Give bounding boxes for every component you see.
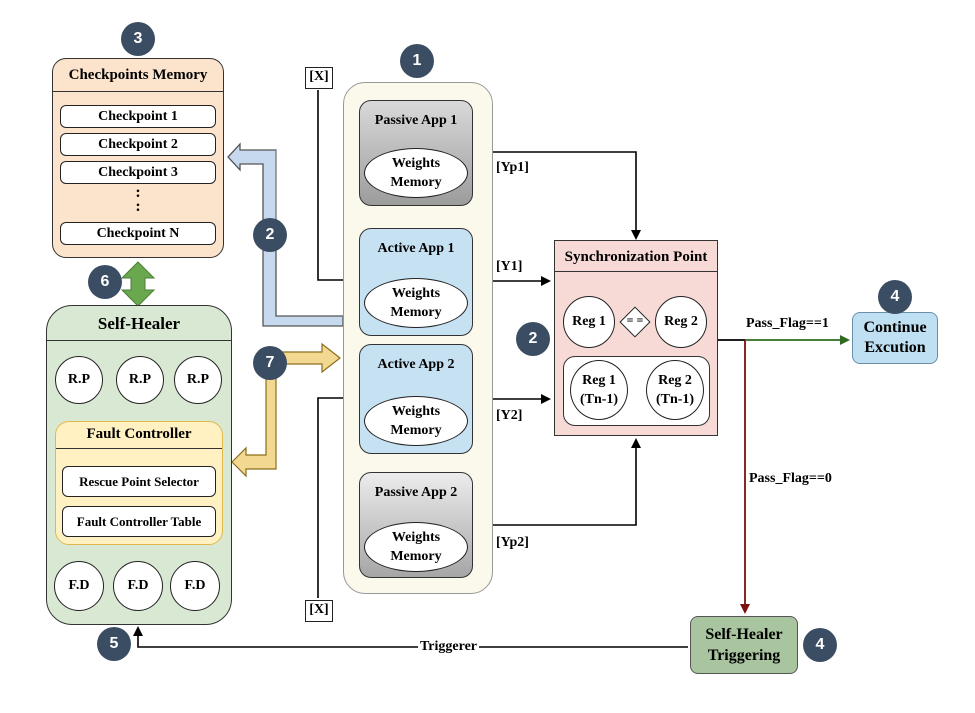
edge-triggerer: [133, 626, 688, 648]
checkpoint-n: Checkpoint N: [60, 222, 216, 245]
weights-label: Weights: [391, 530, 441, 545]
checkpoint-ellipsis: :: [135, 184, 141, 201]
fault-link-arrow: [231, 342, 341, 478]
checkpoint-2: Checkpoint 2: [60, 133, 216, 156]
compare-operator: = =: [626, 313, 644, 327]
edge-yp1: [474, 151, 641, 240]
active-app-1-weights-memory: Weights Memory: [364, 278, 468, 328]
reg-2-tn-1: Reg 2 (Tn-1): [646, 360, 704, 420]
badge-trigger: 4: [803, 628, 837, 662]
trigger-line-1: Self-Healer: [705, 626, 783, 643]
sync-point-title: Synchronization Point: [564, 249, 708, 265]
passive-app-2-title: Passive App 2: [374, 485, 458, 500]
pass-flag-1-label: Pass_Flag==1: [746, 316, 829, 331]
rescue-point-selector: Rescue Point Selector: [62, 466, 216, 497]
memory-label: Memory: [390, 549, 442, 564]
edge-yp2: [474, 438, 641, 526]
reg-1-prev-label: Reg 1: [582, 373, 616, 388]
fault-detector-3: F.D: [170, 561, 220, 611]
badge-continue: 4: [878, 280, 912, 314]
input-x-top: [X]: [305, 67, 333, 89]
self-healer-title: Self-Healer: [97, 314, 181, 333]
reg-1-prev-time: (Tn-1): [579, 392, 619, 407]
rescue-point-2: R.P: [116, 356, 164, 404]
triggerer-label: Triggerer: [418, 639, 480, 655]
fault-controller-title: Fault Controller: [86, 426, 192, 442]
fault-detector-1: F.D: [54, 561, 104, 611]
badge-memory-link: 6: [88, 265, 122, 299]
continue-line-2: Excution: [864, 339, 926, 356]
pass-flag-0-label: Pass_Flag==0: [749, 471, 832, 486]
continue-line-1: Continue: [863, 319, 927, 336]
badge-memory: 3: [121, 22, 155, 56]
passive-app-1-weights-memory: Weights Memory: [364, 148, 468, 198]
continue-execution: Continue Excution: [852, 312, 938, 364]
active-app-2-weights-memory: Weights Memory: [364, 396, 468, 446]
input-x-bottom: [X]: [305, 600, 333, 622]
checkpoints-memory-title: Checkpoints Memory: [68, 67, 208, 83]
reg-2-prev-label: Reg 2: [658, 373, 692, 388]
output-y2-label: [Y2]: [496, 408, 523, 423]
badge-fault-link: 7: [253, 346, 287, 380]
passive-app-2-weights-memory: Weights Memory: [364, 522, 468, 572]
output-y1-label: [Y1]: [496, 259, 523, 274]
memory-label: Memory: [390, 423, 442, 438]
passive-app-1-title: Passive App 1: [374, 113, 458, 128]
fault-detector-2: F.D: [113, 561, 163, 611]
badge-checkpoint-link: 2: [253, 218, 287, 252]
self-healer-triggering: Self-Healer Triggering: [690, 616, 798, 674]
reg-2: Reg 2: [655, 296, 707, 348]
output-yp1-label: [Yp1]: [496, 160, 529, 175]
trigger-line-2: Triggering: [707, 647, 781, 664]
memory-label: Memory: [390, 175, 442, 190]
rescue-point-3: R.P: [174, 356, 222, 404]
badge-apps: 1: [400, 44, 434, 78]
weights-label: Weights: [391, 156, 441, 171]
reg-2-prev-time: (Tn-1): [655, 392, 695, 407]
reg-1: Reg 1: [563, 296, 615, 348]
fault-controller-table: Fault Controller Table: [62, 506, 216, 537]
checkpoint-1: Checkpoint 1: [60, 105, 216, 128]
checkpoint-3: Checkpoint 3: [60, 161, 216, 184]
active-app-2-title: Active App 2: [377, 357, 455, 372]
checkpoint-ellipsis-2: :: [135, 198, 141, 215]
active-app-1-title: Active App 1: [377, 241, 455, 256]
weights-label: Weights: [391, 286, 441, 301]
badge-sync: 2: [516, 322, 550, 356]
reg-1-tn-1: Reg 1 (Tn-1): [570, 360, 628, 420]
memory-link-double-arrow: [120, 261, 156, 307]
memory-label: Memory: [390, 305, 442, 320]
rescue-point-1: R.P: [55, 356, 103, 404]
output-yp2-label: [Yp2]: [496, 535, 529, 550]
badge-self-healer: 5: [97, 627, 131, 661]
weights-label: Weights: [391, 404, 441, 419]
